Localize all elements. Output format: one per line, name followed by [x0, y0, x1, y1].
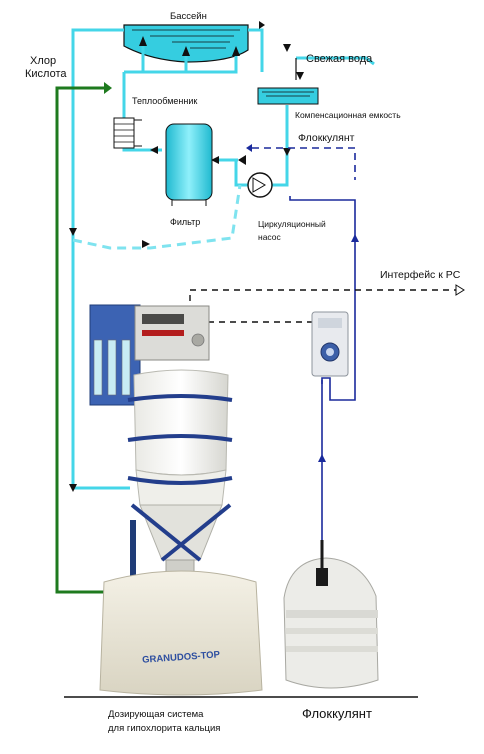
heat-exchanger: Теплообменник: [113, 96, 197, 149]
compensation-tank-label: Компенсационная емкость: [295, 110, 401, 120]
fresh-water-label: Свежая вода: [306, 53, 373, 65]
flocculant-feed-line: [289, 196, 356, 605]
fresh-water-inlet: Свежая вода: [295, 53, 373, 80]
dosing-label-2: для гипохлорита кальция: [108, 723, 220, 734]
pc-arrow: [455, 284, 465, 296]
pc-interface-label: Интерфейс к PC: [380, 269, 461, 281]
heat-exchanger-label: Теплообменник: [132, 96, 197, 106]
chemical-line: Хлор Кислота: [25, 55, 112, 594]
flocculant-arrows: [318, 234, 359, 462]
pump-label-2: насос: [258, 232, 281, 242]
pump-label-1: Циркуляционный: [258, 219, 326, 229]
circulation-pump: Циркуляционный насос: [247, 172, 326, 242]
flocculant-canister: [283, 540, 379, 689]
chlorine-label: Хлор: [30, 55, 56, 67]
dosing-label-1: Дозирующая система: [108, 709, 204, 720]
flocculant-pump: [311, 311, 349, 377]
dosing-unit: GRANUDOS-TOP: [89, 304, 263, 696]
compensation-tank: Компенсационная емкость: [257, 87, 401, 120]
return-line: [72, 184, 242, 250]
flocculant-dashed-line: Флоккулянт: [246, 132, 356, 180]
acid-label: Кислота: [25, 68, 67, 80]
flow-arrows: [69, 21, 304, 492]
water-pipes: [71, 28, 375, 490]
filter-label: Фильтр: [170, 217, 200, 227]
flocculant-top-label: Флоккулянт: [298, 132, 355, 144]
data-lines: [189, 289, 458, 323]
unit-brand: GRANUDOS-TOP: [142, 649, 221, 665]
flocculant-bottom-label: Флоккулянт: [302, 706, 372, 721]
filter: Фильтр: [165, 123, 213, 227]
pool-label: Бассейн: [170, 11, 207, 22]
